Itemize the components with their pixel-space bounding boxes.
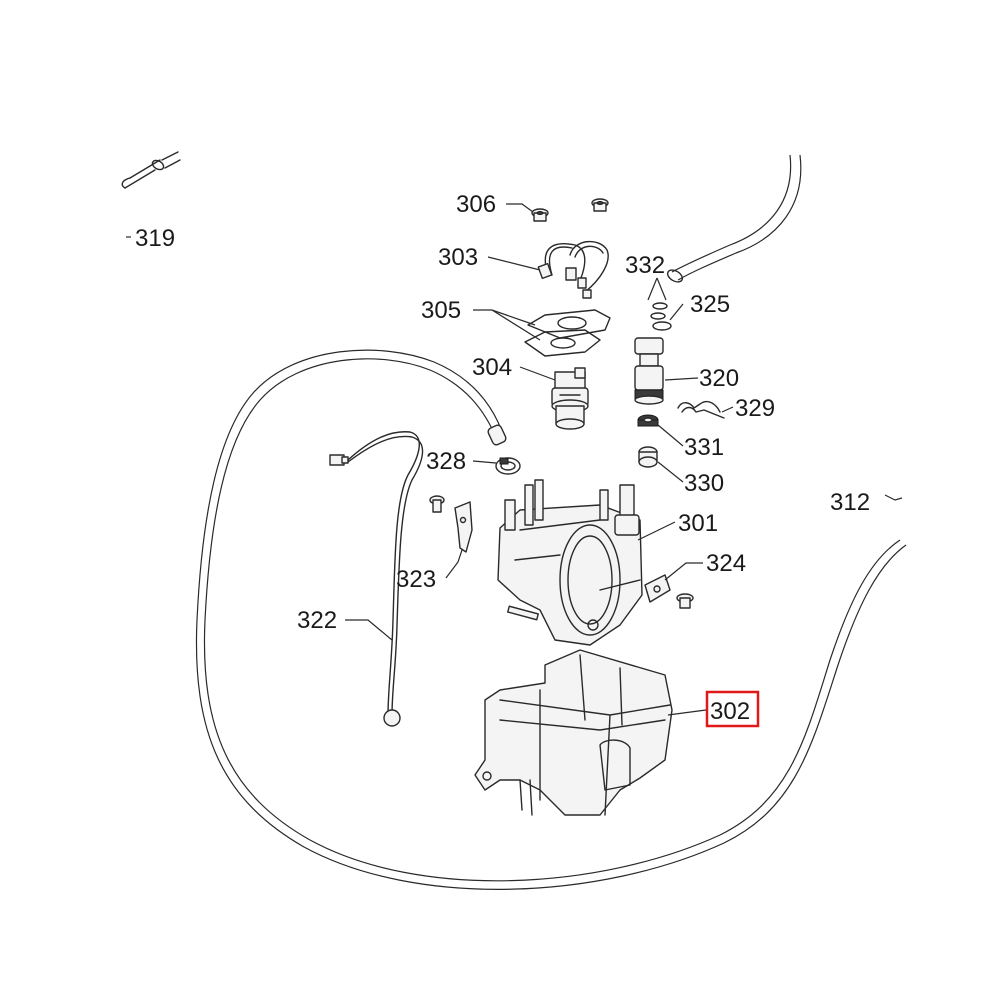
screw-306-b (591, 198, 609, 212)
label-328: 328 (426, 448, 466, 475)
washer-325 (652, 321, 672, 331)
hose-312 (203, 358, 901, 882)
label-302: 302 (710, 698, 750, 725)
screw-306-a (531, 208, 549, 222)
leader-325 (669, 303, 684, 321)
hose-319-upper-inner (677, 154, 802, 281)
wire-harness-303 (537, 240, 609, 299)
label-330: 330 (684, 470, 724, 497)
leader-305 (473, 309, 541, 341)
clip-329 (677, 400, 725, 419)
label-301: 301 (678, 510, 718, 537)
hose-end (666, 269, 684, 283)
label-322: 322 (297, 607, 337, 634)
leader-331 (657, 424, 684, 447)
nut-331 (637, 414, 659, 427)
leader-320 (664, 377, 699, 381)
label-332: 332 (625, 252, 665, 279)
sensor-cable-322 (329, 431, 424, 727)
label-329: 329 (735, 395, 775, 422)
label-319: 319 (135, 225, 175, 252)
hose-319-upper (671, 154, 792, 273)
label-305: 305 (421, 297, 461, 324)
label-306: 306 (456, 191, 496, 218)
bracket-323 (429, 495, 473, 553)
base-tray-302 (474, 649, 673, 816)
label-331: 331 (684, 434, 724, 461)
highlight-box-302 (705, 690, 760, 728)
leader-306 (506, 203, 534, 213)
label-323: 323 (396, 566, 436, 593)
leader-312 (884, 494, 903, 501)
valve-320 (634, 337, 664, 405)
thermostat-304 (551, 367, 589, 430)
label-324: 324 (706, 550, 746, 577)
leader-323 (445, 549, 463, 579)
leader-324 (664, 562, 703, 581)
leader-302 (667, 709, 707, 716)
label-320: 320 (699, 365, 739, 392)
o-rings-332 (650, 302, 668, 320)
leader-332 (647, 277, 667, 301)
part-319-fragment (121, 151, 181, 189)
leader-329 (721, 406, 734, 413)
bracket-324 (644, 574, 694, 609)
leader-303 (487, 256, 541, 271)
gasket-305 (524, 309, 611, 357)
label-312: 312 (830, 489, 870, 516)
label-304: 304 (472, 354, 512, 381)
leader-301 (637, 521, 676, 541)
label-303: 303 (438, 244, 478, 271)
leader-322 (345, 619, 393, 641)
heater-block-301 (497, 479, 643, 646)
hose-312-inner (195, 349, 907, 890)
hose-end-lip (487, 424, 507, 446)
sleeve-330 (638, 446, 658, 468)
leader-328 (472, 460, 497, 464)
clamp-328 (495, 457, 521, 475)
leader-304 (519, 366, 556, 381)
label-325: 325 (690, 291, 730, 318)
leader-330 (657, 461, 684, 483)
